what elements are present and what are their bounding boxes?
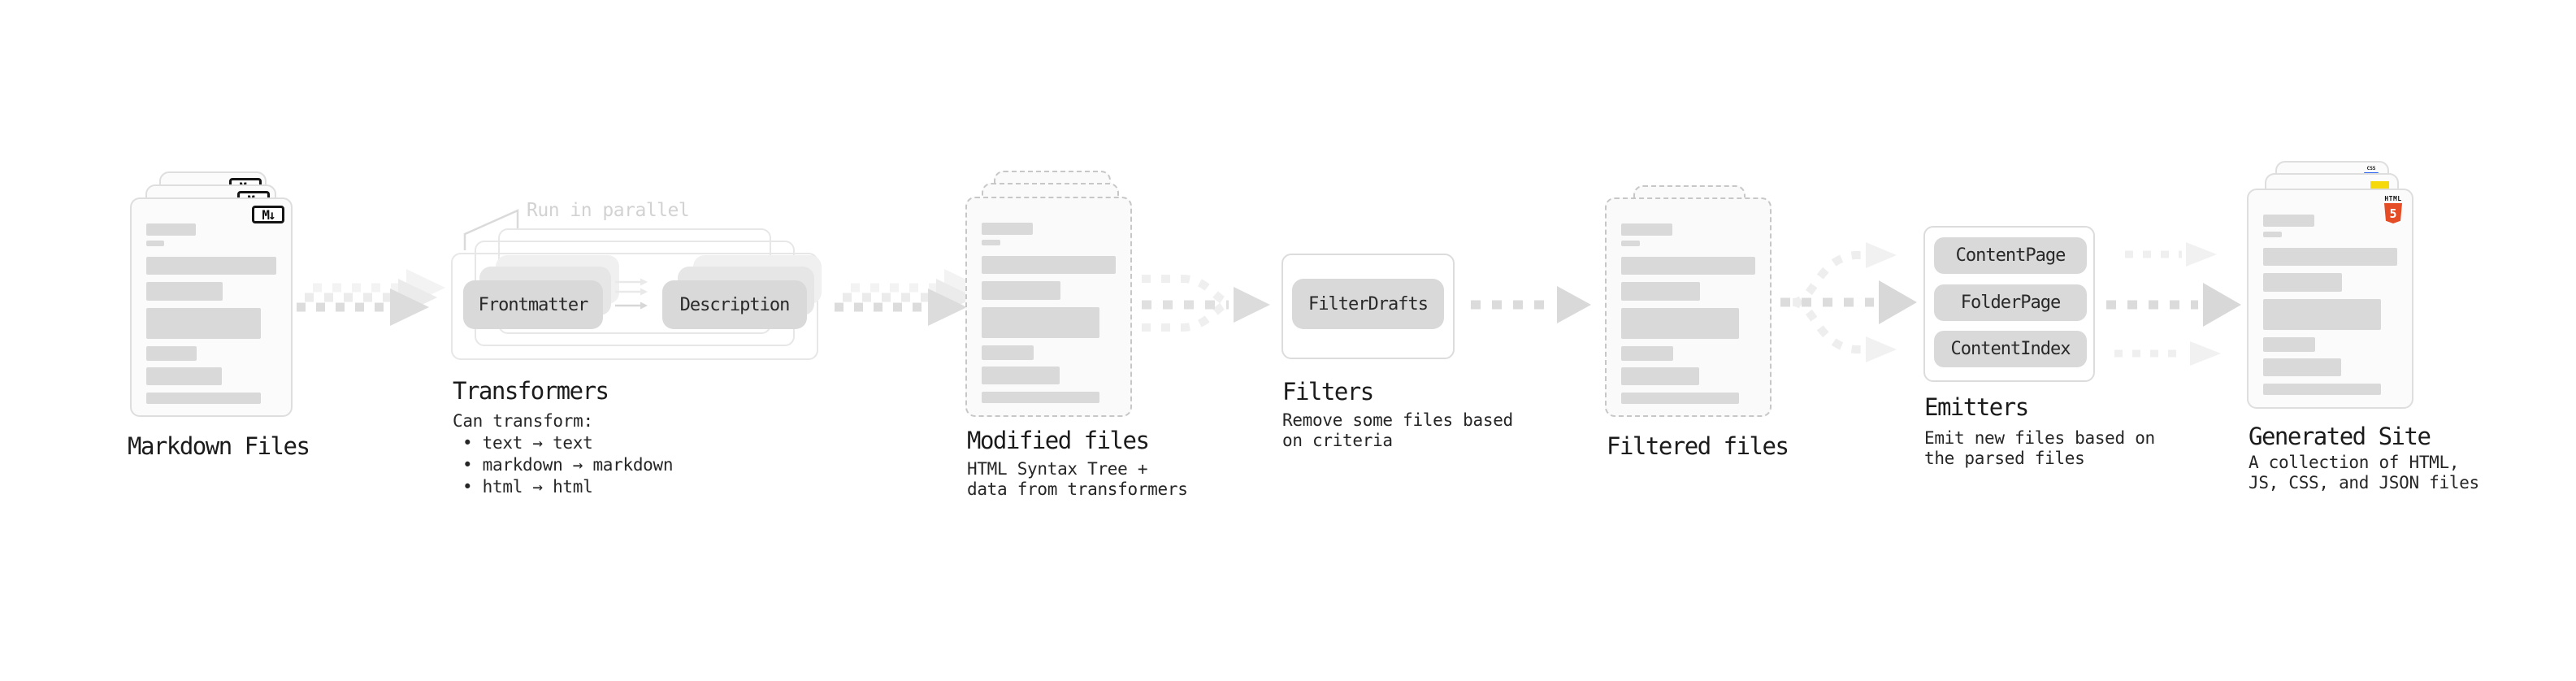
folderpage-node: FolderPage — [1934, 284, 2087, 321]
emitters-label: Emitters — [1924, 393, 2029, 421]
parallel-mini-arrows — [615, 278, 648, 310]
transformer-frame-front — [451, 253, 818, 360]
contentpage-node: ContentPage — [1934, 237, 2087, 274]
js-file-icon — [2370, 181, 2389, 189]
modified-files-label: Modified files — [967, 427, 1150, 454]
bullet-item: • html → html — [462, 477, 593, 497]
html-file-card: HTML 5 — [2247, 189, 2413, 409]
frontmatter-node: Frontmatter — [463, 280, 603, 329]
modified-file-card-front — [965, 197, 1132, 417]
transformers-note-heading: Can transform: — [453, 411, 593, 431]
html5-icon: HTML 5 — [2383, 195, 2404, 223]
emitters-description: Emit new files based on the parsed files — [1924, 428, 2155, 468]
run-in-parallel-annotation: Run in parallel — [527, 200, 690, 221]
arrow-modified-to-filters-converge — [1142, 275, 1270, 332]
arrow-filtered-to-emitters-diverge — [1780, 242, 1917, 362]
transformers-bullet-list: • text → text • markdown → markdown • ht… — [462, 432, 674, 498]
arrows-emitters-to-generated — [2106, 242, 2241, 366]
filters-description: Remove some files based on criteria — [1282, 410, 1513, 450]
filtered-files-label: Filtered files — [1607, 432, 1789, 460]
text-placeholder-bars — [2263, 215, 2397, 395]
generated-site-label: Generated Site — [2249, 423, 2431, 450]
filters-label: Filters — [1282, 378, 1374, 406]
description-node: Description — [662, 280, 807, 329]
filtered-file-card-front — [1605, 197, 1772, 417]
bullet-item: • markdown → markdown — [462, 455, 674, 475]
bullet-item: • text → text — [462, 433, 593, 453]
annotation-callout-line — [463, 209, 519, 250]
transformers-label: Transformers — [453, 377, 609, 405]
generated-site-description: A collection of HTML, JS, CSS, and JSON … — [2249, 453, 2479, 492]
contentindex-node: ContentIndex — [1934, 331, 2087, 367]
text-placeholder-bars — [982, 223, 1116, 403]
arrow-markdown-to-transformers — [293, 255, 455, 345]
arrow-filters-to-filtered — [1471, 286, 1591, 323]
html5-shield: 5 — [2384, 203, 2402, 223]
modified-files-description: HTML Syntax Tree + data from transformer… — [967, 459, 1188, 499]
filterdrafts-node: FilterDrafts — [1292, 279, 1444, 329]
text-placeholder-bars — [1621, 223, 1755, 404]
text-placeholder-bars — [146, 223, 276, 404]
markdown-icon: M↓ — [252, 206, 284, 223]
markdown-file-card-front: M↓ — [130, 197, 293, 417]
markdown-files-label: Markdown Files — [128, 432, 310, 460]
